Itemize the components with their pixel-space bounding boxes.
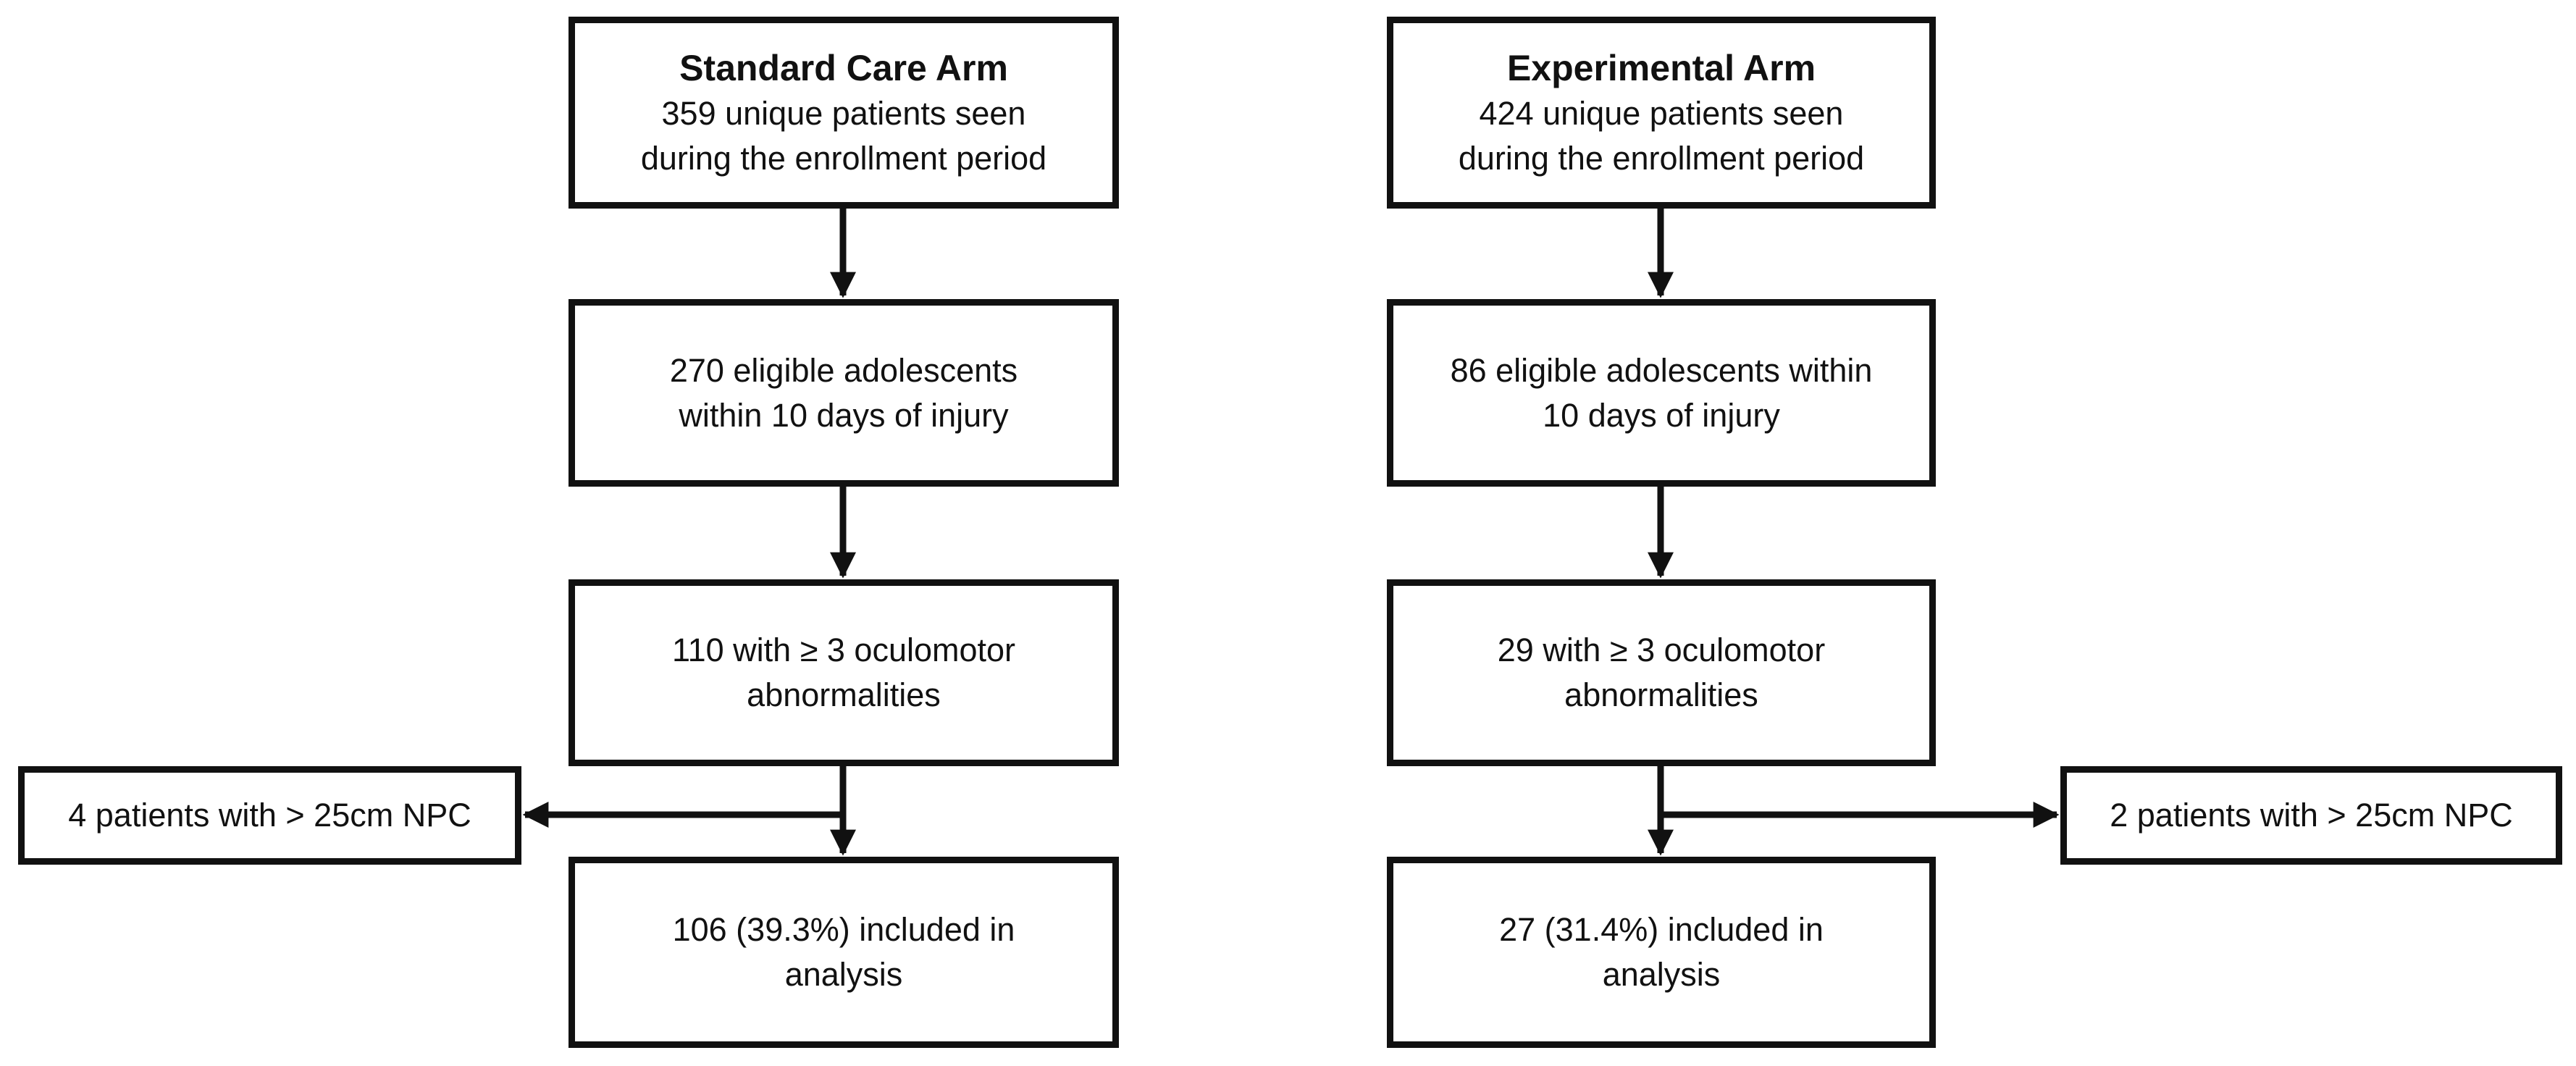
right-arm-eligible-text: 86 eligible adolescents within 10 days o… bbox=[1450, 351, 1873, 434]
left-arm-analysis-box: 106 (39.3%) included in analysis bbox=[569, 857, 1119, 1048]
right-arm-exclusion-box: 2 patients with > 25cm NPC bbox=[2060, 766, 2562, 865]
left-arm-eligible-box: 270 eligible adolescents within 10 days … bbox=[569, 299, 1119, 487]
left-arm-title: Standard Care Arm bbox=[679, 47, 1008, 88]
left-arm-abnormalities-text: 110 with ≥ 3 oculomotor abnormalities bbox=[671, 631, 1016, 713]
right-arm-analysis-text: 27 (31.4%) included in analysis bbox=[1499, 911, 1824, 993]
left-arm-eligible-text: 270 eligible adolescents within 10 days … bbox=[669, 351, 1018, 434]
left-arm-exclusion-text: 4 patients with > 25cm NPC bbox=[68, 797, 471, 834]
right-arm-exclusion-text: 2 patients with > 25cm NPC bbox=[2110, 797, 2513, 834]
right-arm-header-box: Experimental Arm 424 unique patients see… bbox=[1387, 17, 1936, 209]
right-arm-title: Experimental Arm bbox=[1506, 47, 1816, 88]
left-arm-analysis-text: 106 (39.3%) included in analysis bbox=[672, 911, 1015, 993]
right-arm-patients-seen: 424 unique patients seen during the enro… bbox=[1458, 94, 1865, 177]
left-arm-exclusion-box: 4 patients with > 25cm NPC bbox=[18, 766, 521, 865]
right-arm-analysis-box: 27 (31.4%) included in analysis bbox=[1387, 857, 1936, 1048]
right-arm-eligible-box: 86 eligible adolescents within 10 days o… bbox=[1387, 299, 1936, 487]
right-arm-abnormalities-box: 29 with ≥ 3 oculomotor abnormalities bbox=[1387, 579, 1936, 766]
left-arm-patients-seen: 359 unique patients seen during the enro… bbox=[640, 94, 1047, 177]
left-arm-abnormalities-box: 110 with ≥ 3 oculomotor abnormalities bbox=[569, 579, 1119, 766]
left-arm-header-box: Standard Care Arm 359 unique patients se… bbox=[569, 17, 1119, 209]
right-arm-abnormalities-text: 29 with ≥ 3 oculomotor abnormalities bbox=[1497, 631, 1826, 713]
